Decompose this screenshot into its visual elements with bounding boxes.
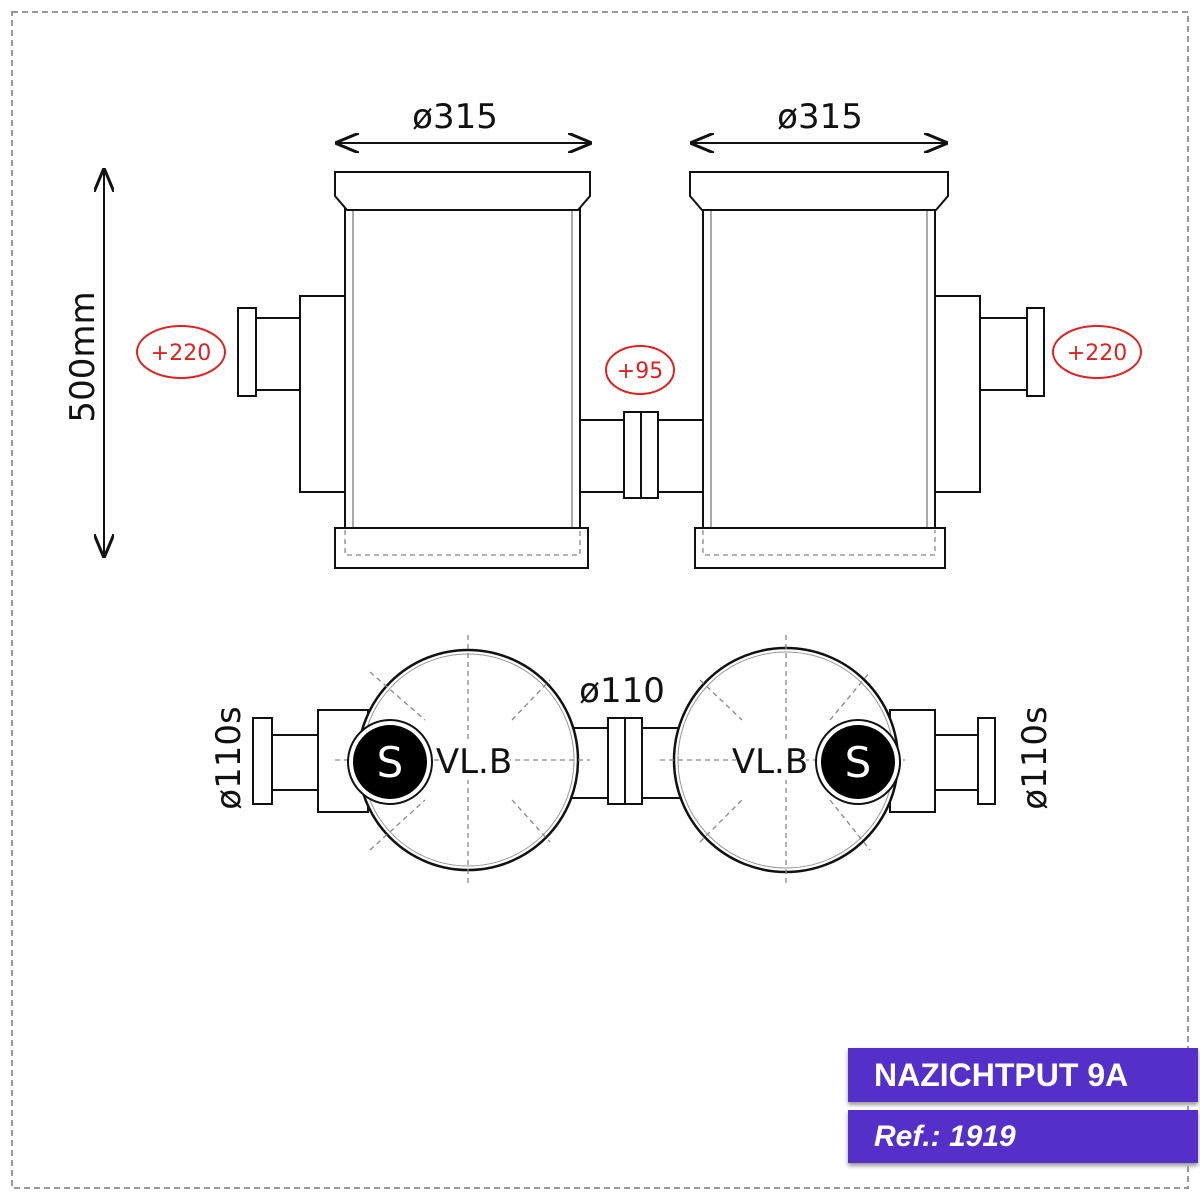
middle-connector — [579, 411, 704, 499]
side-view: ø315 ø315 500mm — [63, 97, 1142, 569]
page-border — [11, 11, 1189, 1189]
right-manhole: S VL.B — [660, 635, 905, 885]
badge-left — [136, 325, 226, 379]
s-symbol-right: S — [845, 738, 872, 787]
left-chamber — [237, 171, 591, 569]
vlb-label-right: VL.B — [732, 742, 808, 782]
product-ref: Ref.: 1919 — [848, 1110, 1198, 1163]
diameter-right-label: ø315 — [777, 97, 863, 137]
s-symbol-left: S — [377, 738, 404, 787]
diameter-left-label: ø315 — [412, 97, 498, 137]
inlet-right-label: ø110s — [1015, 706, 1055, 809]
inlet-left-label: ø110s — [209, 706, 249, 809]
badge-left-text: +220 — [151, 341, 211, 366]
connector-diameter-label: ø110 — [579, 671, 665, 711]
vlb-label-left: VL.B — [436, 742, 512, 782]
badge-middle-text: +95 — [617, 359, 663, 384]
height-label: 500mm — [63, 291, 103, 422]
right-chamber — [689, 171, 1045, 569]
left-manhole: S VL.B — [335, 635, 590, 885]
badge-right-text: +220 — [1067, 341, 1127, 366]
top-view: S VL.B S VL.B ø110 ø110s ø110s — [209, 635, 1055, 885]
product-name: NAZICHTPUT 9A — [848, 1048, 1198, 1102]
badge-right — [1052, 325, 1142, 379]
badge-middle — [605, 345, 675, 395]
